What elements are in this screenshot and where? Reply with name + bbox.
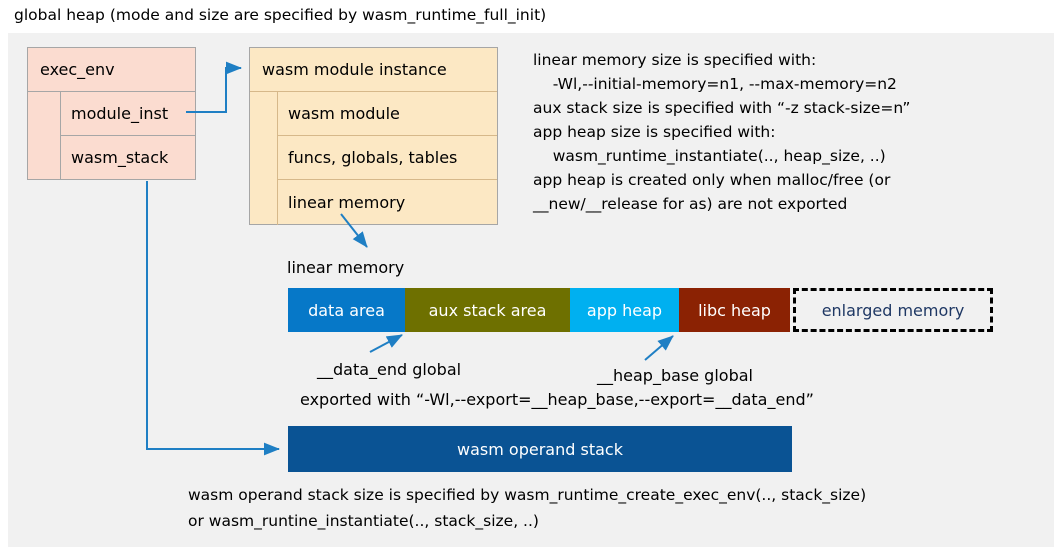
memory-segment-app-heap: app heap — [570, 288, 679, 332]
wasm-operand-stack-box: wasm operand stack — [288, 426, 792, 472]
wasm-module-instance-row-linear-memory: linear memory — [288, 193, 406, 212]
wasm-module-instance-row-list: wasm module funcs, globals, tables linea… — [278, 92, 497, 225]
operand-stack-note: wasm operand stack size is specified by … — [188, 486, 867, 530]
memory-segment-aux-stack-area: aux stack area — [405, 288, 570, 332]
exec-env-field-list: module_inst wasm_stack — [61, 92, 195, 180]
wasm-module-instance-box: wasm module instance wasm module funcs, … — [249, 47, 498, 225]
wasm-module-instance-indent-column — [250, 92, 278, 225]
memory-segment-data-area: data area — [288, 288, 405, 332]
wasm-module-instance-row-funcs-globals-tables: funcs, globals, tables — [278, 136, 497, 180]
exec-env-box: exec_env module_inst wasm_stack — [27, 47, 196, 180]
exec-env-field-wasm-stack: wasm_stack — [71, 148, 169, 167]
exec-env-indent-column — [28, 92, 61, 180]
memory-segment-libc-heap: libc heap — [679, 288, 790, 332]
annotation-heap-base-global: __heap_base global — [597, 366, 753, 385]
memory-segment-enlarged-memory: enlarged memory — [793, 288, 993, 332]
exec-env-field-module-inst: module_inst — [61, 92, 195, 136]
exec-env-fields-area: module_inst wasm_stack — [28, 92, 195, 180]
wasm-module-instance-rows-area: wasm module funcs, globals, tables linea… — [250, 92, 497, 225]
linear-memory-bar: data area aux stack area app heap libc h… — [288, 288, 993, 332]
annotation-exported-with: exported with “-Wl,--export=__heap_base,… — [300, 390, 814, 409]
page-title: global heap (mode and size are specified… — [14, 6, 547, 24]
exec-env-title: exec_env — [28, 48, 195, 92]
annotation-data-end-global: __data_end global — [317, 360, 462, 379]
linear-memory-bar-label: linear memory — [287, 258, 405, 277]
wasm-module-instance-title: wasm module instance — [250, 48, 497, 92]
linear-memory-notes: linear memory size is specified with: -W… — [533, 51, 911, 213]
wasm-module-instance-row-wasm-module: wasm module — [278, 92, 497, 136]
